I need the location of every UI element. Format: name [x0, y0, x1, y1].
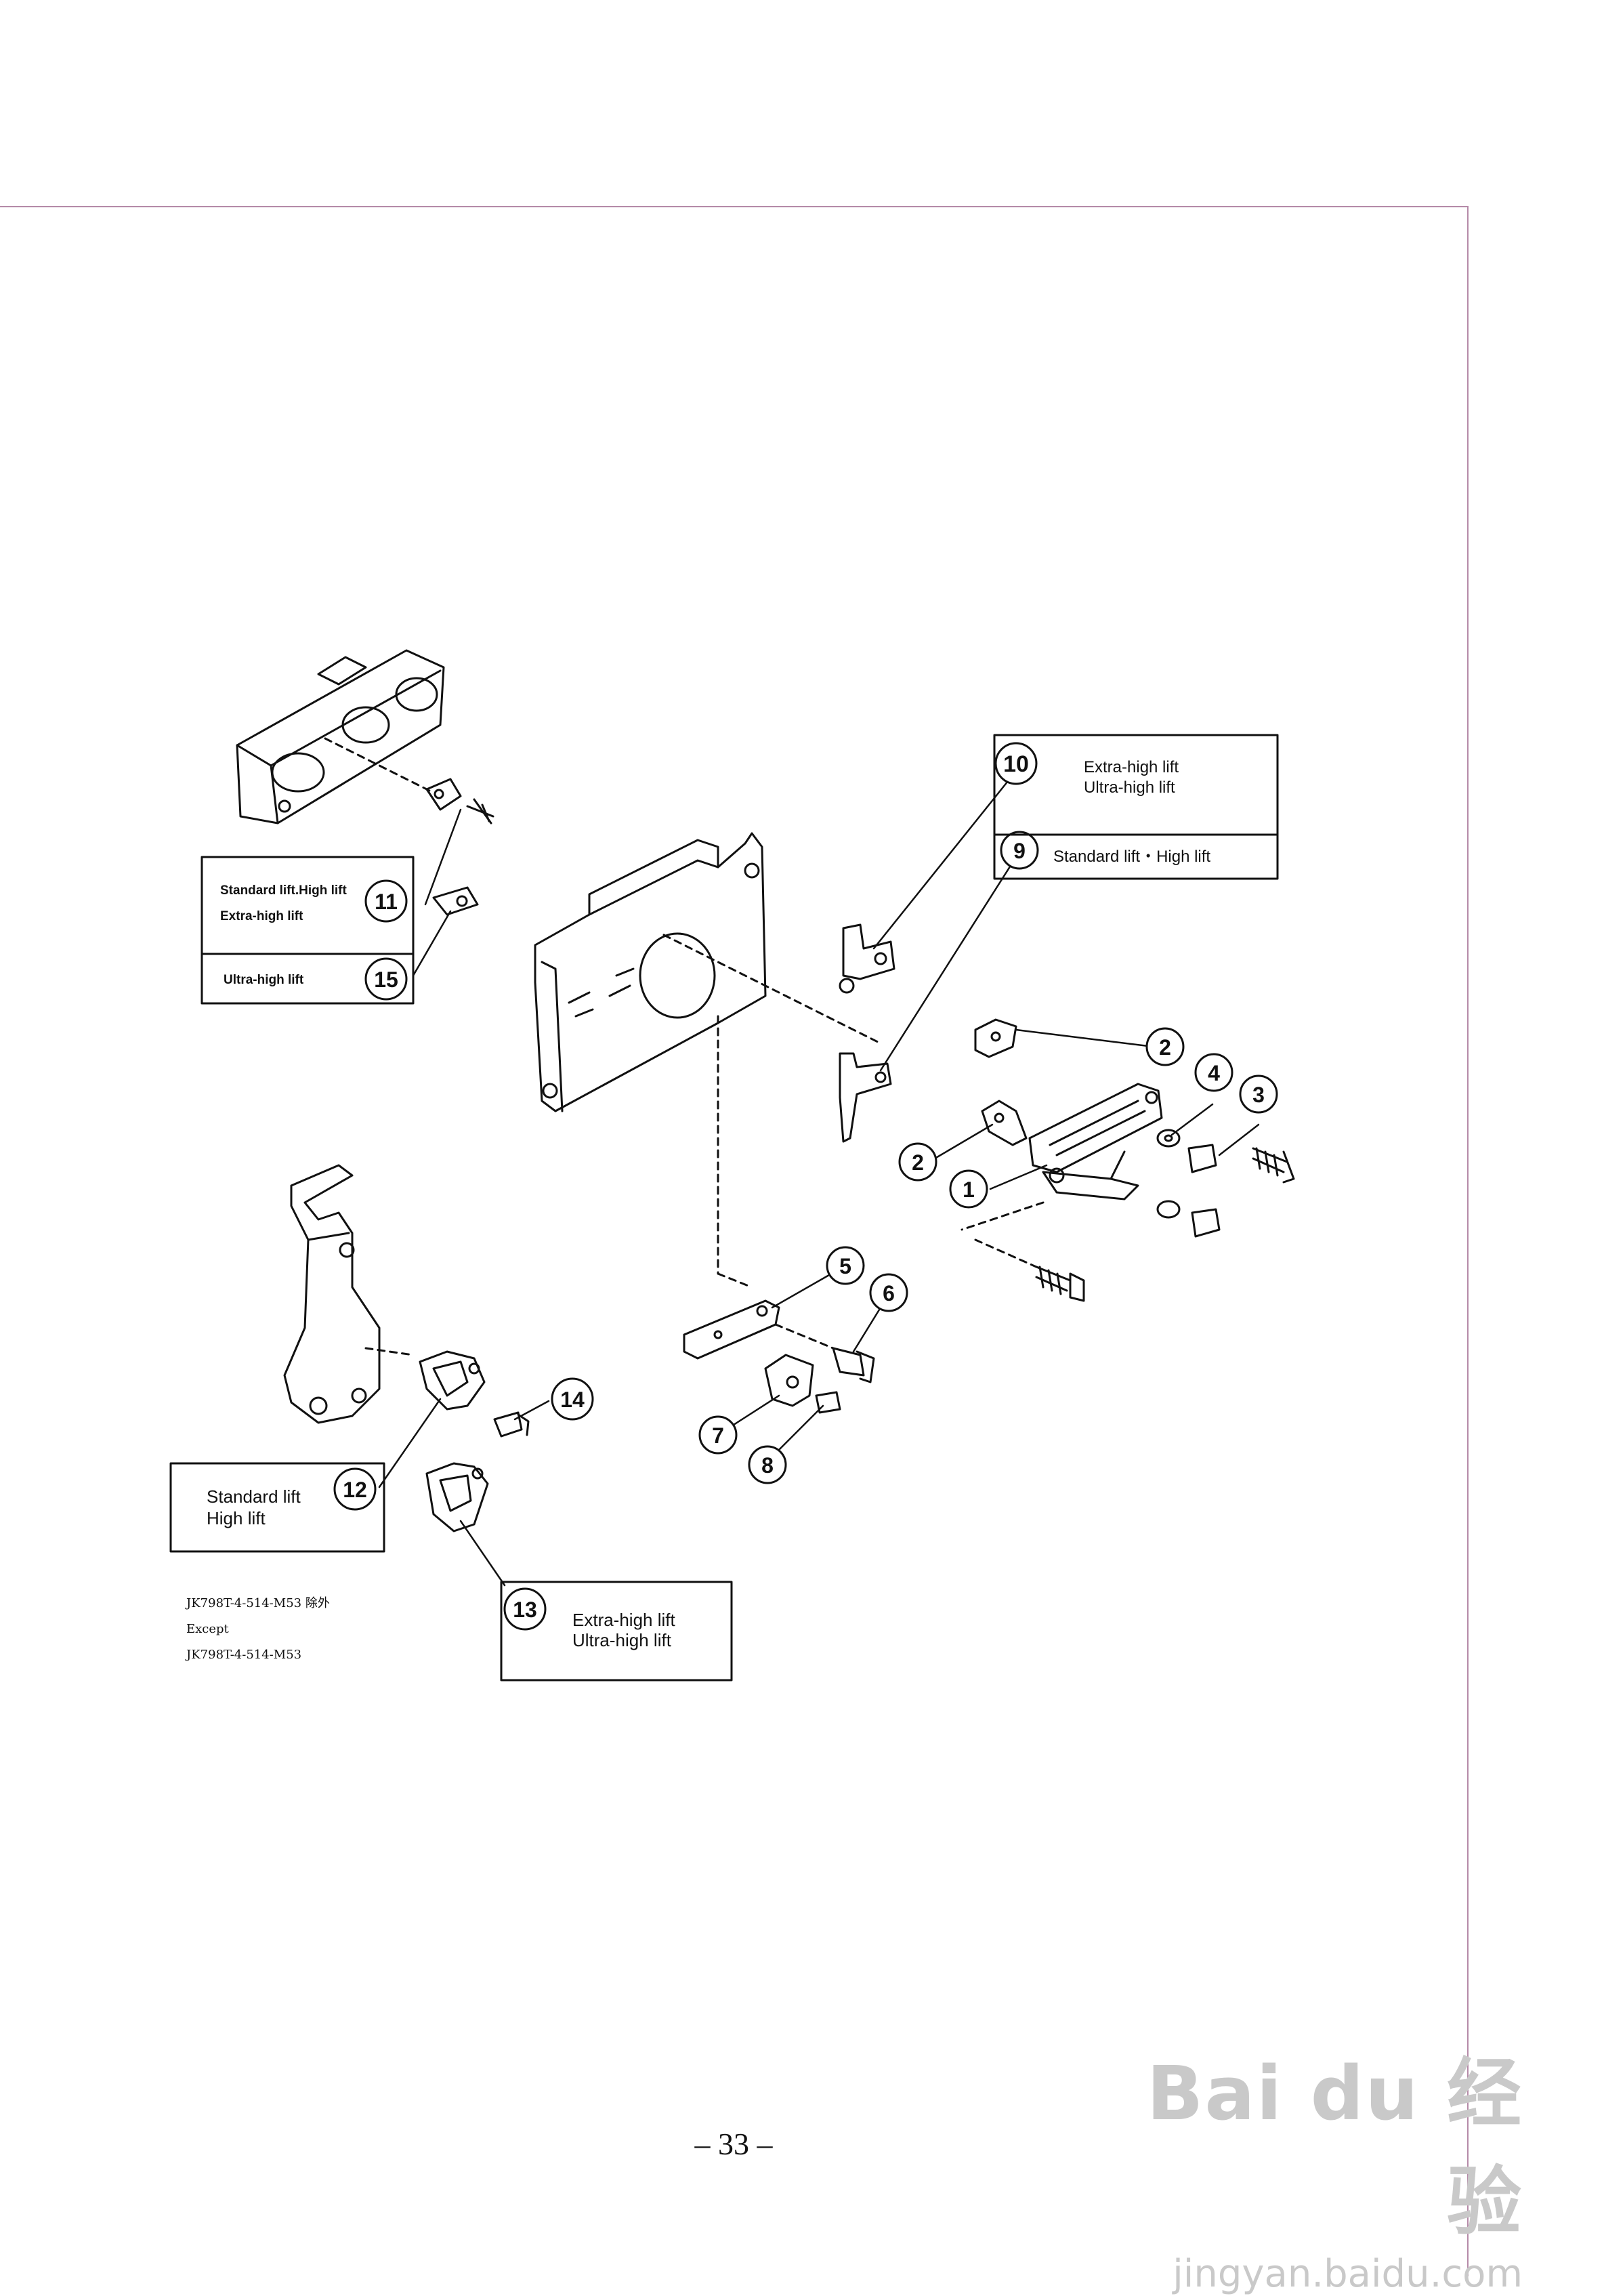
part-15-illustration — [432, 886, 479, 916]
block-part — [236, 649, 445, 825]
note-line2: Except — [186, 1622, 230, 1636]
part-9-illustration — [839, 1052, 892, 1143]
label-boxes — [169, 734, 1279, 1682]
exploded-parts-diagram: 10 9 2 2 1 4 3 5 6 7 8 11 15 12 13 14 Ex… — [169, 649, 1295, 1682]
box-11-line2: Extra-high lift — [220, 909, 303, 923]
part-12-illustration — [419, 1350, 486, 1411]
callout-7: 7 — [712, 1423, 724, 1448]
watermark-brand: Bai du 经验 — [1146, 2050, 1523, 2245]
part-10-illustration — [839, 923, 895, 994]
callout-8: 8 — [761, 1453, 774, 1478]
box-11-line1: Standard lift.High lift — [220, 883, 347, 898]
callout-3: 3 — [1252, 1083, 1265, 1107]
page-number: – 33 – — [694, 2127, 773, 2161]
box-10-line2: Ultra-high lift — [1084, 778, 1175, 797]
box-13-line2: Ultra-high lift — [572, 1630, 672, 1650]
note-line3: JK798T-4-514-M53 — [185, 1648, 301, 1662]
box-12-line1: Standard lift — [207, 1486, 301, 1507]
washer-screw-set — [961, 1129, 1295, 1238]
callout-2a: 2 — [1159, 1035, 1171, 1060]
leader-lines — [378, 776, 1260, 1587]
watermark-url: jingyan.baidu.com — [1173, 2252, 1523, 2296]
part-7-illustration — [764, 1354, 814, 1407]
part-13-illustration — [425, 1462, 489, 1532]
callout-10: 10 — [1003, 751, 1029, 777]
box-15-line: Ultra-high lift — [224, 973, 304, 987]
page-frame-top — [0, 206, 1467, 207]
callout-circles — [333, 742, 1278, 1631]
long-screw — [974, 1238, 1085, 1302]
callout-14: 14 — [560, 1387, 585, 1412]
box-12-line2: High lift — [207, 1508, 266, 1528]
part-2a-illustration — [974, 1018, 1017, 1058]
callout-15: 15 — [374, 967, 398, 992]
part-1-illustration — [1028, 1083, 1163, 1201]
part-2b-illustration — [981, 1100, 1028, 1146]
part-14-screw — [493, 1411, 530, 1438]
callout-13: 13 — [513, 1598, 537, 1622]
watermark: Bai du 经验 jingyan.baidu.com — [1116, 2032, 1523, 2296]
callout-2b: 2 — [912, 1150, 924, 1175]
callout-4: 4 — [1208, 1061, 1220, 1085]
callout-12: 12 — [343, 1478, 367, 1502]
box-13-line1: Extra-high lift — [572, 1610, 675, 1630]
callout-5: 5 — [839, 1254, 851, 1278]
part-11-illustration — [324, 737, 494, 825]
callout-11: 11 — [375, 890, 398, 914]
callout-9: 9 — [1013, 839, 1026, 863]
note-line1: JK798T-4-514-M53 除外 — [185, 1596, 330, 1610]
part-5-illustration — [683, 1299, 780, 1360]
part-6-screw — [774, 1323, 875, 1383]
box-10-line1: Extra-high lift — [1084, 758, 1179, 776]
main-plate — [534, 832, 882, 1289]
page-frame-right — [1467, 206, 1469, 2276]
callout-1: 1 — [963, 1177, 975, 1202]
box-9-line: Standard lift・High lift — [1053, 848, 1210, 866]
lifter-arm-assembly — [283, 1164, 415, 1424]
callout-6: 6 — [883, 1281, 895, 1306]
